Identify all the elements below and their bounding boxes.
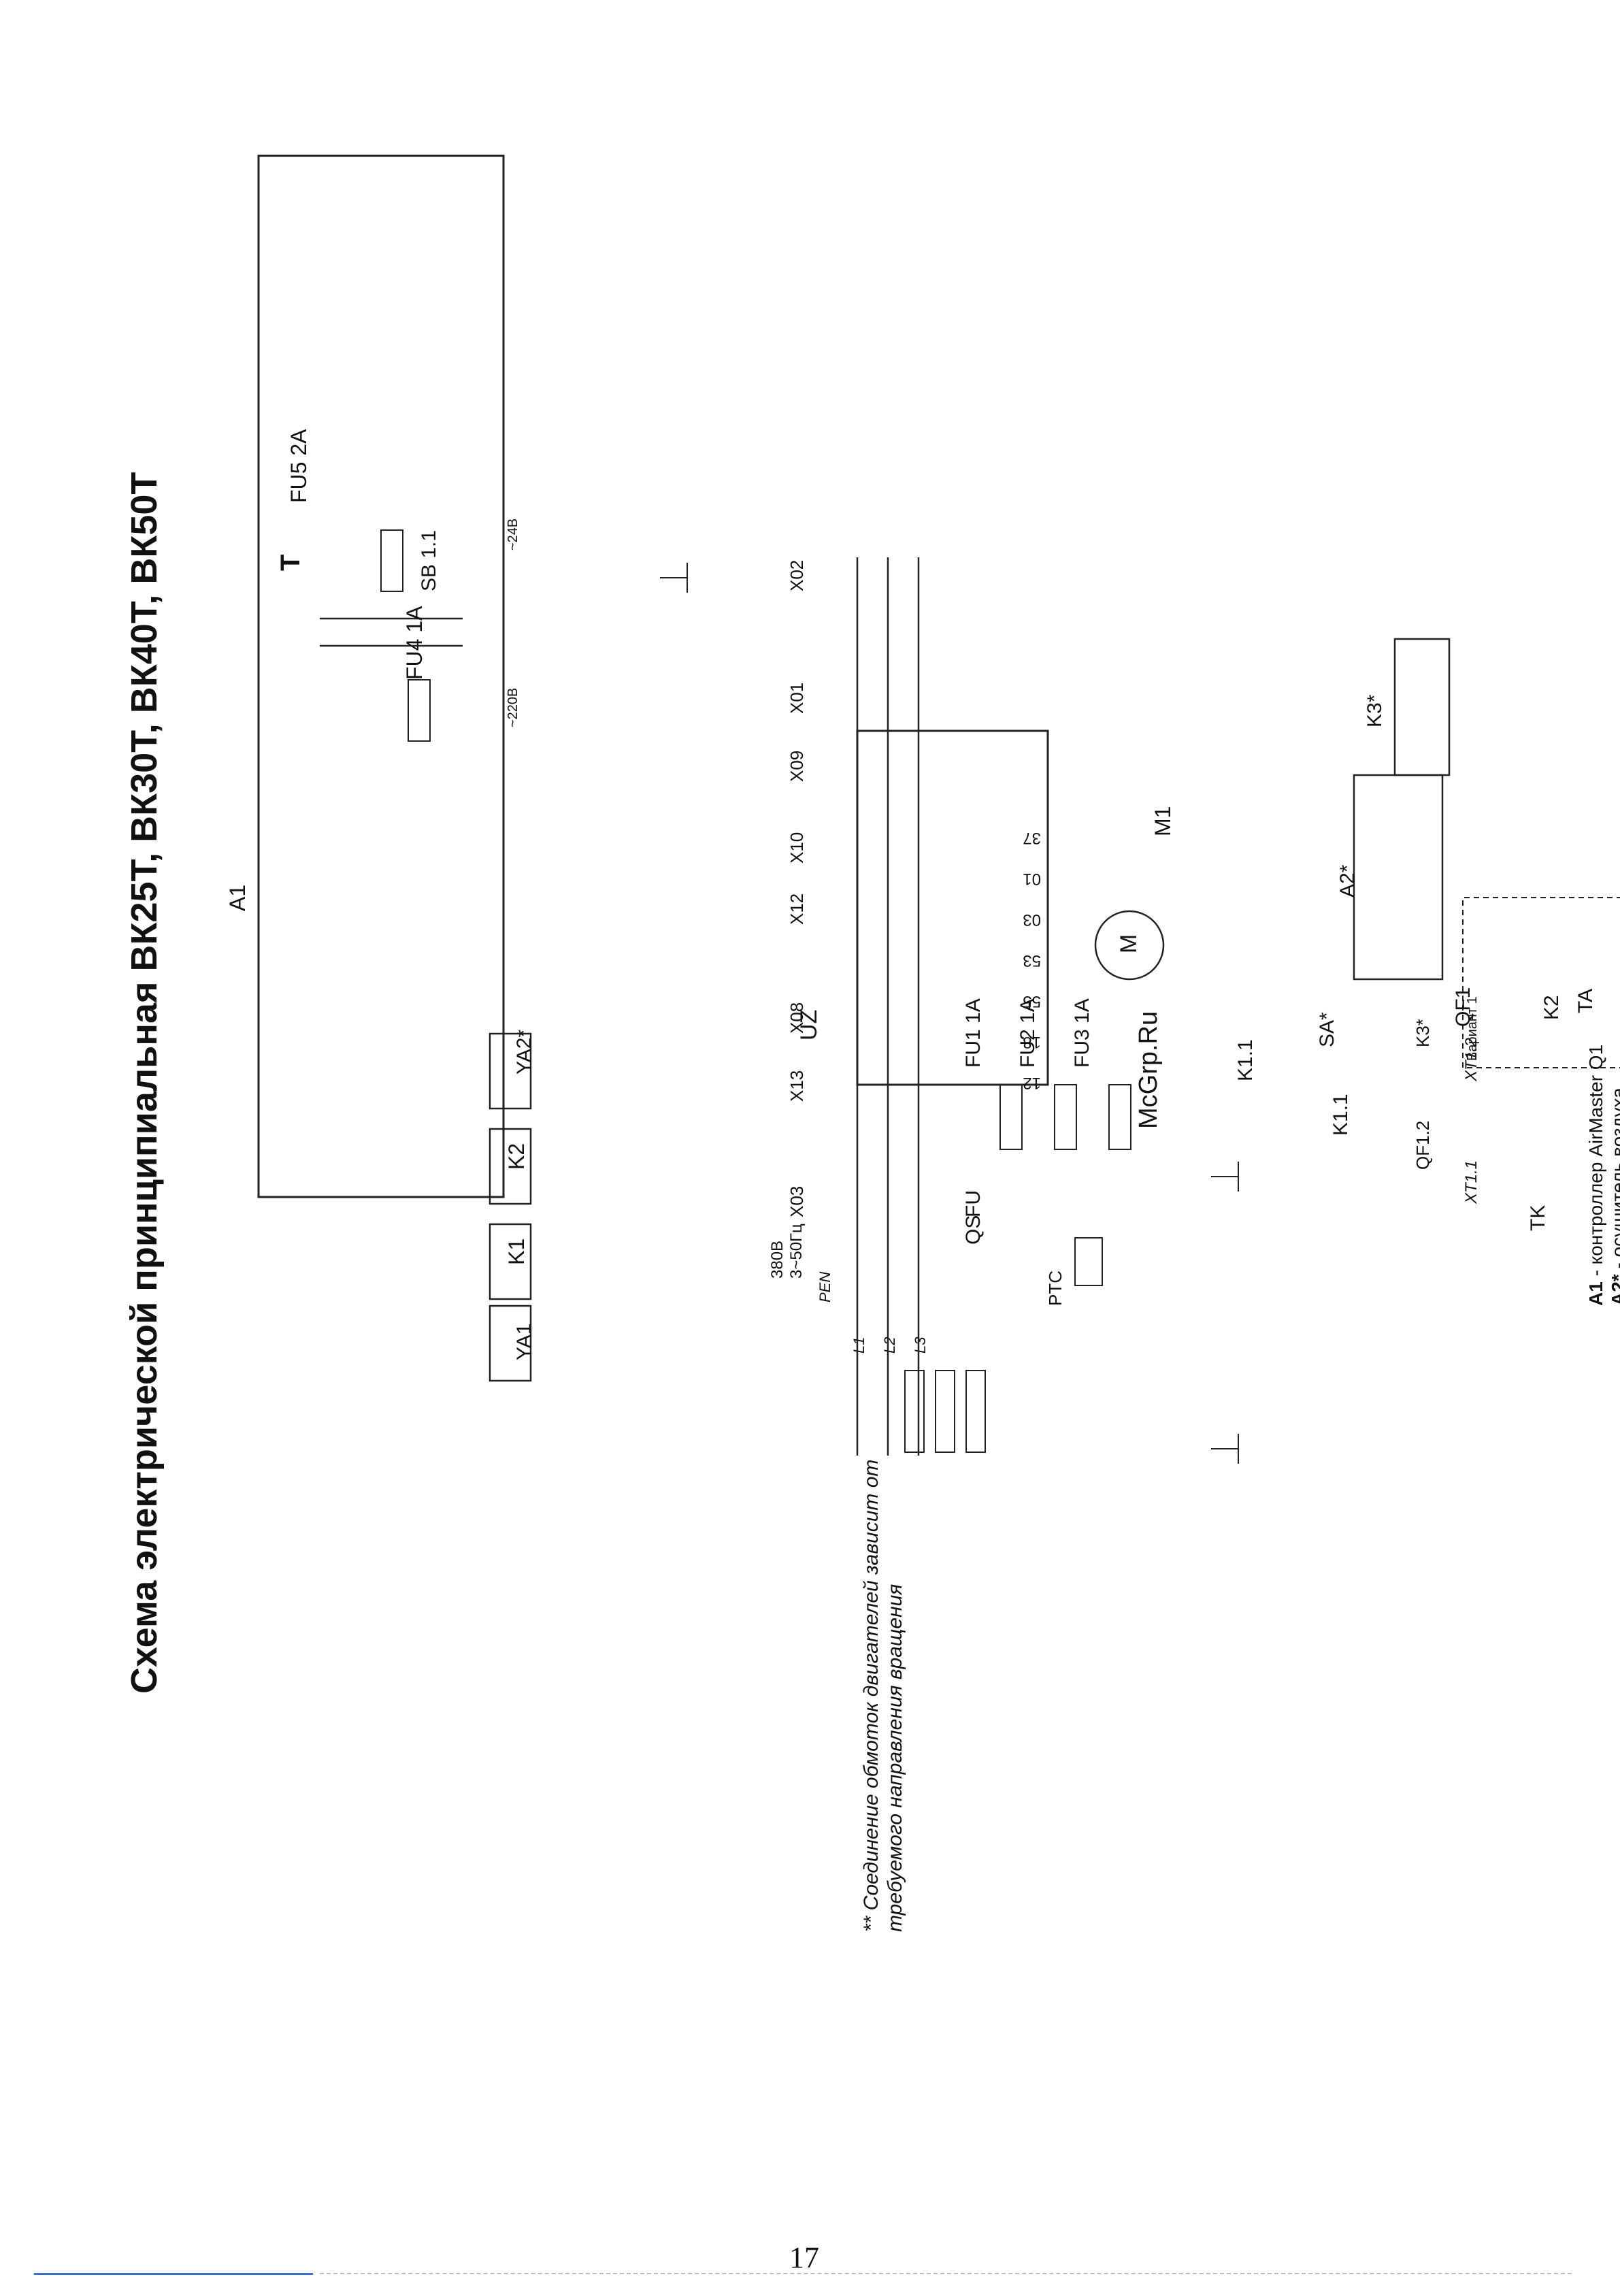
- legend-item: A1 - контроллер AirMaster Q1: [1585, 1045, 1606, 1306]
- ya2-label: YA2*: [513, 1030, 535, 1075]
- fu5-body: [380, 529, 403, 592]
- sa-label: SA*: [1316, 1012, 1338, 1047]
- legend-item: A2* - осушитель воздуха: [1608, 1087, 1620, 1306]
- k2-coil: [489, 1128, 532, 1205]
- bus-l1-label: L1: [850, 1337, 867, 1354]
- k1-coil: [489, 1223, 532, 1300]
- supply-frequency-label: 3~50Гц: [787, 1224, 806, 1279]
- ya1-coil: [489, 1305, 532, 1382]
- fuse-3-label: FU3 1A: [1071, 998, 1093, 1068]
- k11-contact-label: K1.1: [1329, 1094, 1352, 1136]
- a2-dryer-block: [1353, 774, 1444, 981]
- k3-relay-coil: [1393, 638, 1451, 776]
- m1-label: M1: [1151, 806, 1175, 836]
- uz-terminal-53: 53: [1023, 951, 1041, 970]
- supply-voltage-label: 380В: [768, 1241, 787, 1279]
- v220-label: ~220В: [506, 688, 520, 727]
- footer-dashed-line: [320, 2273, 1572, 2274]
- m1-motor-symbol: M: [1116, 934, 1142, 953]
- m1-motor-circle: [1094, 910, 1165, 981]
- footnote-rotation-line-0: ** Соединение обмоток двигателей зависит…: [860, 1460, 882, 1932]
- fuse-2-label: FU2 1A: [1016, 998, 1039, 1068]
- uz-terminal-18: 18: [1023, 1033, 1041, 1051]
- xt11-label: XT1.1: [1462, 1160, 1481, 1204]
- fuse-3-body: [1108, 1084, 1131, 1150]
- fu4-label: FU4 1A: [402, 606, 427, 680]
- k2-main-label: K2: [1540, 995, 1563, 1020]
- qf1-label: QF1: [1452, 987, 1474, 1027]
- a1-controller-block: [257, 154, 505, 1198]
- page-number: 17: [789, 2241, 819, 2274]
- qs-pole-2: [935, 1370, 955, 1453]
- v24-label: ~24В: [506, 519, 520, 551]
- a1-connector-x02: X02: [787, 560, 807, 591]
- bus-pen-label: PEN: [816, 1272, 833, 1302]
- bus-l3-label: L3: [912, 1336, 929, 1354]
- transformer-label: T: [276, 555, 305, 571]
- a1-connector-x13: X13: [787, 1070, 807, 1102]
- a1-connector-x12: X12: [787, 893, 807, 925]
- ptc-label: PTC: [1045, 1270, 1065, 1306]
- a1-connector-x10: X10: [787, 832, 807, 864]
- fuse-1-label: FU1 1A: [962, 998, 985, 1068]
- uz-terminal-55: 55: [1023, 992, 1041, 1011]
- qs-label: QS: [962, 1215, 985, 1245]
- footer-link-line: [34, 2273, 313, 2275]
- page-title: Схема электрической принципиальная ВК25Т…: [124, 472, 165, 1694]
- variant1-box: [1462, 897, 1620, 1068]
- qf12-contact-label: QF1.2: [1412, 1121, 1433, 1170]
- fu-label: FU: [962, 1190, 985, 1217]
- fuse-1-body: [999, 1084, 1023, 1150]
- sb11-label: SB 1.1: [418, 530, 440, 591]
- a1-connector-x09: X09: [787, 751, 807, 782]
- a1-connector-x03: X03: [787, 1186, 807, 1217]
- rotated-content: Схема электрической принципиальная ВК25Т…: [124, 154, 1620, 1932]
- uz-terminal-03: 03: [1023, 911, 1041, 929]
- a1-connector-x01: X01: [787, 683, 807, 714]
- uz-terminal-37: 37: [1023, 829, 1041, 847]
- watermark: McGrp.Ru: [1134, 1011, 1163, 1129]
- tk-label: TK: [1527, 1205, 1549, 1231]
- k1-label: K1: [504, 1239, 529, 1265]
- a2-label: A2*: [1336, 864, 1359, 898]
- uz-label: UZ: [796, 1010, 822, 1040]
- uz-converter-block: [856, 729, 1049, 1086]
- bus-l2-label: L2: [881, 1337, 898, 1354]
- a1-label: A1: [225, 885, 250, 911]
- k2-label: K2: [504, 1143, 529, 1170]
- variant1-label: Вариант 1: [1465, 996, 1480, 1061]
- uz-terminal-01: 01: [1023, 870, 1041, 888]
- xt12-label: XT1.2: [1462, 1038, 1481, 1082]
- ptc-thermistor: [1074, 1237, 1103, 1286]
- footnote-rotation-line-1: требуемого направления вращения: [884, 1584, 906, 1932]
- ya1-label: YA1: [513, 1324, 535, 1360]
- ya2-coil: [489, 1032, 532, 1110]
- k3-label: K3*: [1363, 694, 1386, 727]
- uz-terminal-12: 12: [1023, 1074, 1041, 1092]
- k3-contact-label: K3*: [1412, 1019, 1433, 1047]
- k11-label: K1.1: [1234, 1039, 1257, 1081]
- fu4-body: [408, 679, 431, 742]
- fu5-label: FU5 2A: [286, 429, 311, 503]
- fuse-2-body: [1054, 1084, 1077, 1150]
- a1-connector-x08: X08: [787, 1002, 807, 1034]
- ta-label: TA: [1574, 989, 1597, 1013]
- qs-pole-3: [965, 1370, 986, 1453]
- qs-pole-1: [904, 1370, 925, 1453]
